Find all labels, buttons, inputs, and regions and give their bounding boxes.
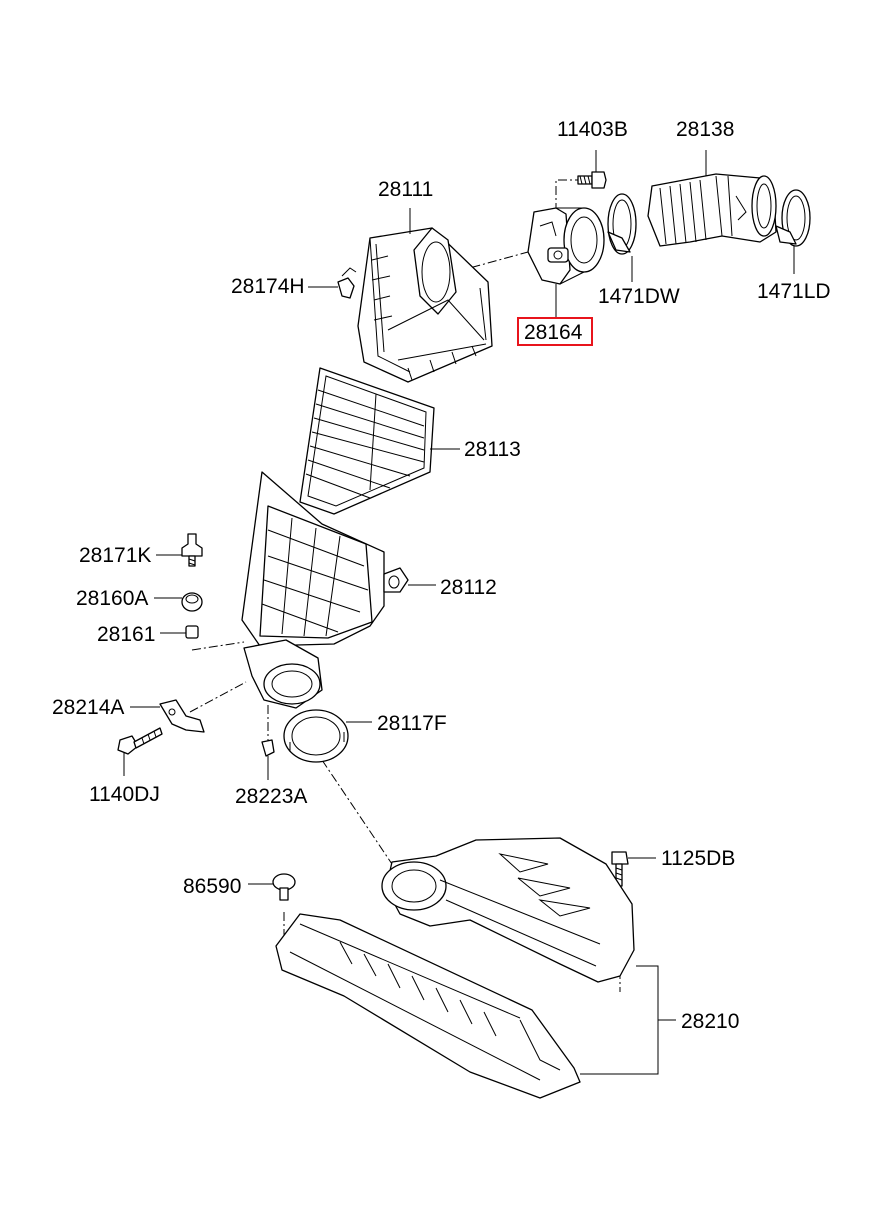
leader-lines [123, 150, 795, 1075]
clip-28174H [337, 267, 357, 299]
label-1471DW[interactable]: 1471DW [598, 285, 680, 308]
label-86590[interactable]: 86590 [183, 875, 241, 898]
label-28210[interactable]: 28210 [681, 1010, 739, 1033]
label-28161[interactable]: 28161 [97, 623, 155, 646]
label-28214A[interactable]: 28214A [52, 696, 124, 719]
label-28111[interactable]: 28111 [378, 178, 433, 201]
intake-hose [647, 173, 777, 247]
intake-duct-assembly [275, 837, 635, 1099]
label-28117F[interactable]: 28117F [377, 712, 447, 735]
label-28112[interactable]: 28112 [440, 576, 497, 599]
bracket-28214A [159, 699, 205, 733]
label-28160A[interactable]: 28160A [76, 587, 148, 610]
air-cleaner-body [241, 471, 409, 709]
label-1140DJ[interactable]: 1140DJ [89, 783, 160, 806]
air-filter-element [299, 367, 435, 515]
label-1125DB[interactable]: 1125DB [661, 847, 735, 870]
highlight-box [517, 317, 593, 346]
clip-28223A [261, 739, 275, 757]
grommet-28160A [181, 592, 203, 612]
label-1471LD[interactable]: 1471LD [757, 280, 831, 303]
label-28174H[interactable]: 28174H [231, 275, 305, 298]
clip-86590 [272, 873, 296, 901]
bolt-1140DJ [117, 727, 163, 755]
label-28171K[interactable]: 28171K [79, 544, 151, 567]
part-labels: 11403B 28138 28111 28174H 1471DW 1471LD … [52, 118, 831, 1033]
label-28223A[interactable]: 28223A [235, 785, 307, 808]
bolt-1125DB [611, 851, 629, 887]
label-28138[interactable]: 28138 [676, 118, 734, 141]
bolt-28171K [181, 533, 203, 567]
label-28113[interactable]: 28113 [464, 438, 521, 461]
label-11403B[interactable]: 11403B [557, 118, 628, 141]
label-28164[interactable]: 28164 [524, 321, 583, 344]
collar-28161 [185, 625, 199, 639]
air-cleaner-cover [357, 227, 493, 383]
air-flow-sensor [527, 207, 605, 285]
hose-clamp-1471LD [775, 189, 811, 247]
duct-ring [283, 709, 349, 763]
screw-11403B [577, 171, 607, 189]
hose-clamp-1471DW [607, 193, 637, 255]
